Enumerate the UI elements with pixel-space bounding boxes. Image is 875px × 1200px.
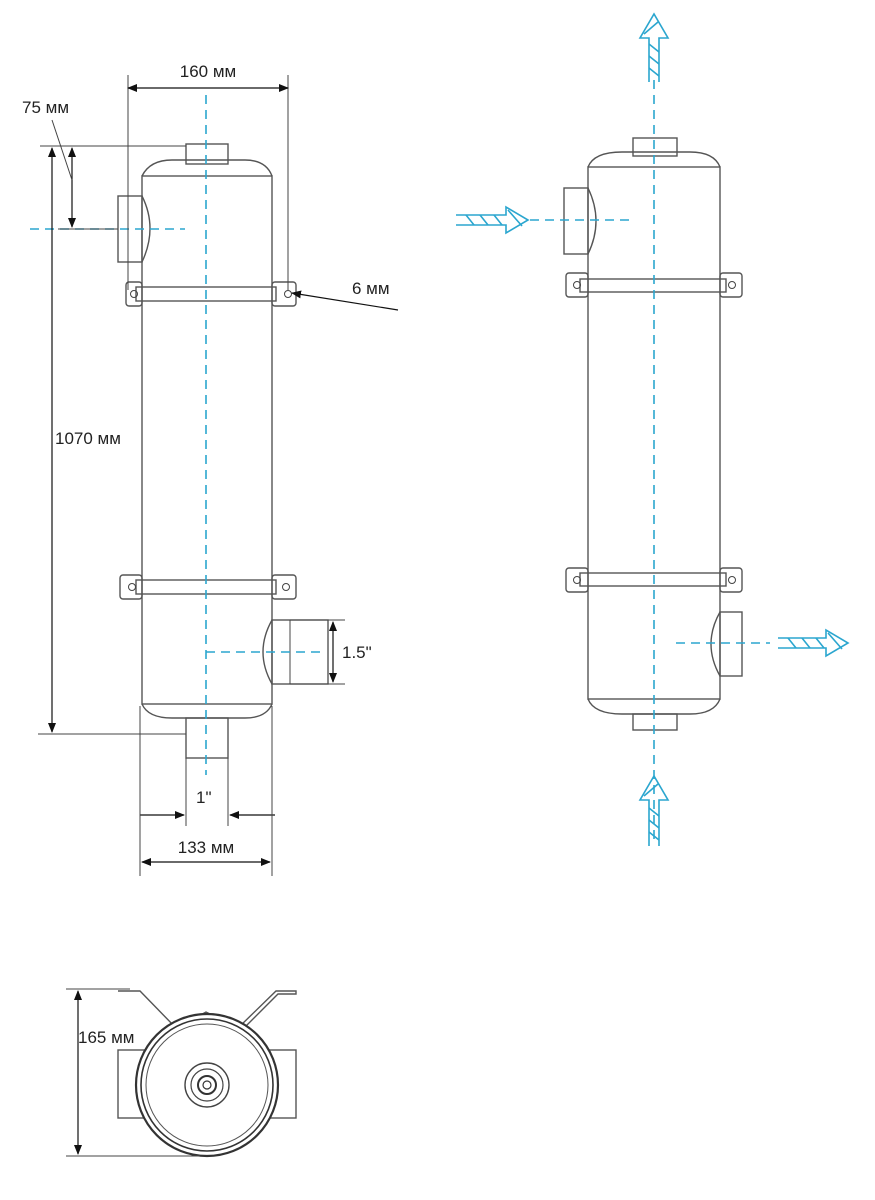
upper-bracket [125, 281, 297, 307]
flow-view [456, 12, 850, 846]
dim-depth: 165 мм [66, 988, 200, 1157]
flow-lower-bracket [565, 567, 743, 593]
bottom-cap [141, 703, 273, 719]
flow-top-pipe [632, 137, 678, 157]
dim-port-side: 1.5" [290, 619, 372, 685]
flow-top-cap [587, 151, 721, 168]
dim-port-side-label: 1.5" [342, 643, 372, 662]
dim-width-bottom: 133 мм [139, 706, 273, 876]
dim-width-top: 160 мм [127, 62, 289, 290]
flow-upper-bracket [565, 272, 743, 298]
dim-port-bottom-label: 1" [196, 788, 212, 807]
flow-side-outlet-port [710, 611, 743, 677]
flow-arrow-right-out [778, 628, 850, 658]
dim-depth-label: 165 мм [78, 1028, 134, 1047]
flow-arrow-bottom-in [638, 774, 670, 846]
flow-side-inlet-port [563, 187, 597, 255]
lower-bracket [119, 574, 297, 600]
end-center-fitting [184, 1062, 230, 1108]
main-shell [141, 175, 273, 705]
dim-port-bottom: 1" [140, 758, 275, 826]
dim-offset-top-label: 75 мм [22, 98, 69, 117]
bottom-inlet-pipe [185, 717, 229, 759]
flow-bottom-pipe [632, 713, 678, 731]
flow-arrow-left-in [456, 205, 530, 235]
flow-arrow-top-out [638, 12, 670, 82]
dim-width-bottom-label: 133 мм [178, 838, 234, 857]
dim-bracket-hole: 6 мм [291, 279, 399, 311]
dim-bracket-hole-label: 6 мм [352, 279, 390, 298]
dim-offset-top: 75 мм [22, 98, 186, 230]
dim-height-label: 1070 мм [55, 429, 121, 448]
end-bracket [118, 990, 297, 1031]
dim-height: 1070 мм [38, 147, 186, 735]
dim-width-top-label: 160 мм [180, 62, 236, 81]
end-view: 165 мм [66, 988, 297, 1158]
top-cap [141, 159, 273, 177]
top-outlet-pipe [185, 143, 229, 165]
front-view: 160 мм 75 мм 6 мм 1070 мм 1.5" [22, 62, 399, 876]
